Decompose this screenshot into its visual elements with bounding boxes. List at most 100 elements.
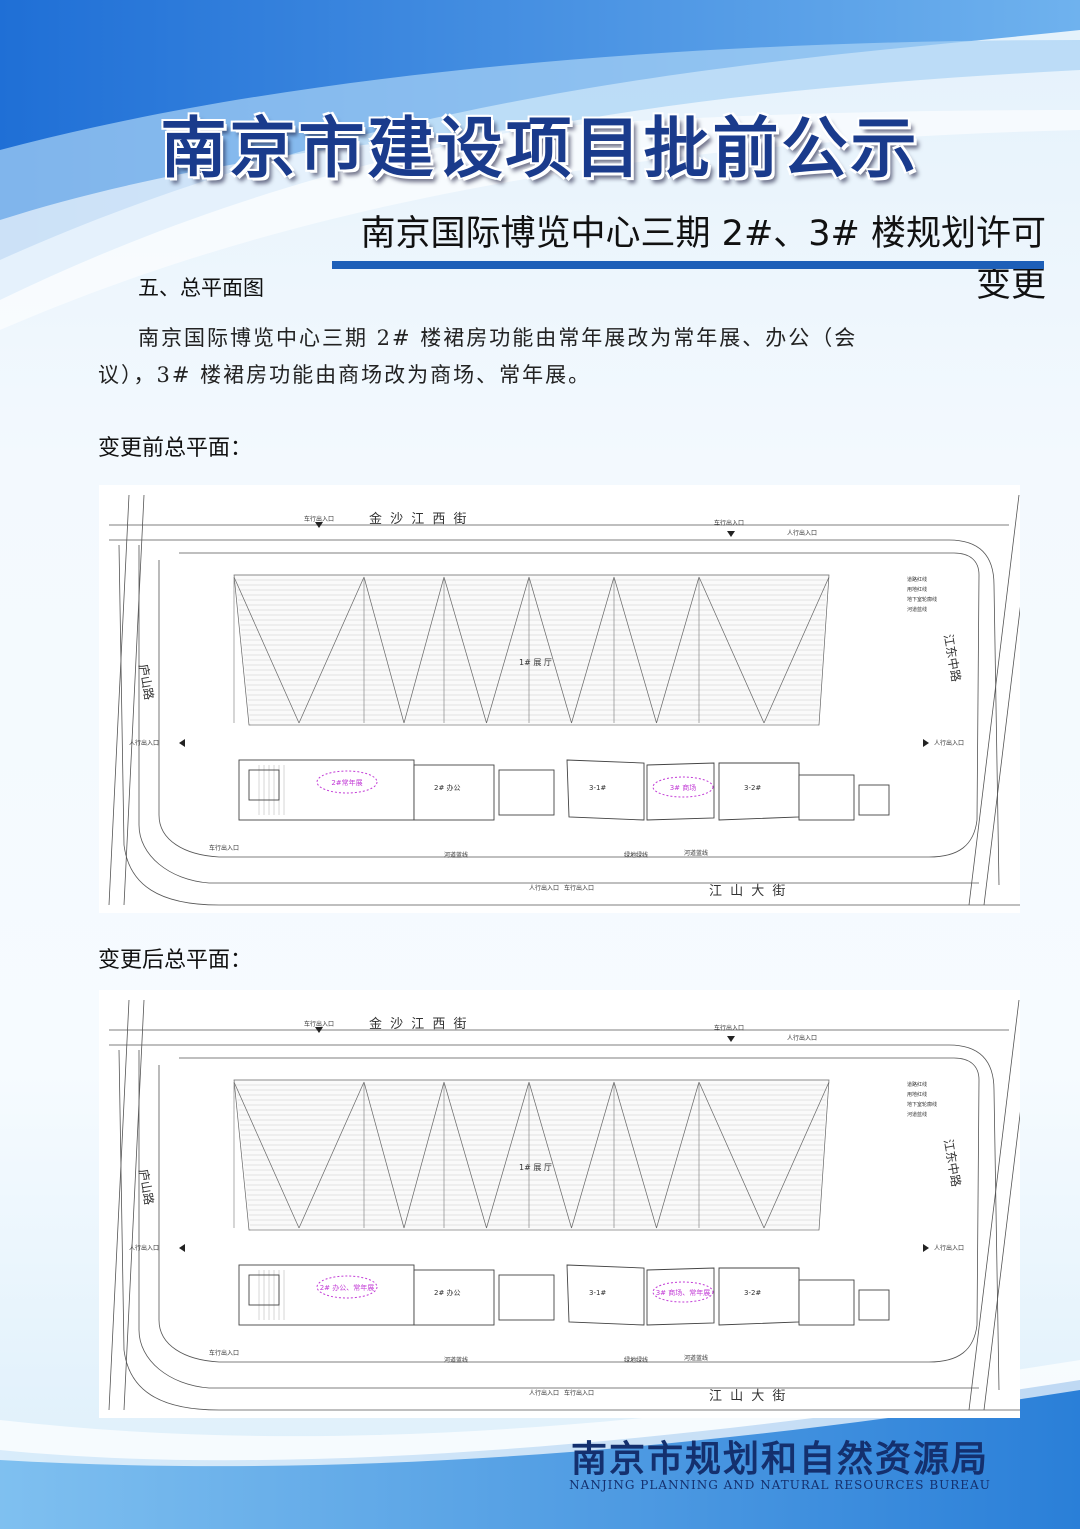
hall-truss — [443, 576, 487, 724]
hall-truss — [486, 576, 530, 724]
building-3-2-label: 3-2# — [744, 1289, 761, 1297]
entrance-arrows — [179, 1027, 929, 1252]
vehicle-entrance-south-label: 车行出入口 — [564, 884, 594, 892]
bureau-name-en: NANJING PLANNING AND NATURAL RESOURCES B… — [569, 1478, 991, 1492]
vehicle-entrance-northeast-label: 车行出入口 — [714, 1024, 744, 1032]
hall-truss — [298, 576, 365, 724]
hall-truss — [233, 1081, 300, 1229]
building-3-1 — [566, 1264, 645, 1326]
pedestrian-entrance-west-label: 人行出入口 — [129, 739, 159, 747]
building-2-podium — [238, 1264, 415, 1326]
hall-label: 1# 展 厅 — [519, 658, 552, 667]
building-3-1 — [566, 759, 645, 821]
hall-truss — [298, 1081, 365, 1229]
pedestrian-entrance-east-label: 人行出入口 — [934, 1244, 964, 1252]
pedestrian-entrance-south-label: 人行出入口 — [529, 1389, 559, 1397]
road-name-east: 江东中路 — [941, 1138, 964, 1188]
building-3-1-label: 3-1# — [589, 1289, 606, 1297]
road-edge-north — [109, 524, 1009, 886]
arrow-east — [923, 1244, 929, 1252]
hall-truss — [403, 1081, 445, 1229]
road-edge-south — [118, 544, 1020, 906]
road-edge-north — [109, 1029, 1009, 1391]
podium-buildings — [238, 1264, 890, 1326]
hall-truss — [613, 1081, 657, 1229]
legend-river-blue-line: 河道蓝线 — [907, 1111, 927, 1118]
hall-truss — [443, 1081, 487, 1229]
building-3-function-label: 3# 商场 — [670, 783, 697, 792]
hall-truss — [403, 576, 445, 724]
before-plan-label: 变更前总平面： — [98, 436, 253, 461]
site-boundary-west-south — [138, 545, 979, 884]
legend-basement-outline: 地下室轮廓线 — [907, 596, 937, 603]
vehicle-entrance-north-label: 车行出入口 — [304, 1020, 334, 1028]
arrow-west — [179, 1244, 185, 1252]
project-subtitle: 南京国际博览中心三期 2#、3# 楼规划许可变更 — [360, 214, 1046, 305]
road-name-east: 江东中路 — [941, 633, 964, 683]
east-road-lines — [968, 494, 1020, 906]
after-plan-label: 变更后总平面： — [98, 948, 253, 973]
road-name-north: 金 沙 江 西 街 — [369, 1016, 469, 1032]
hall-truss — [571, 1081, 615, 1229]
hall-truss — [698, 576, 765, 724]
building-3-mid — [646, 1267, 715, 1326]
site-plan-linework — [108, 999, 1020, 1411]
pedestrian-entrance-northeast-label: 人行出入口 — [787, 1034, 817, 1042]
section-heading: 五、总平面图 — [138, 276, 264, 300]
building-3-highlight-oval — [652, 1281, 714, 1303]
main-title: 南京市建设项目批前公示 — [160, 109, 920, 187]
atrium-outline — [248, 1274, 280, 1306]
road-name-west: 庐山路 — [136, 1168, 157, 1206]
hall-truss — [763, 1081, 830, 1229]
exhibition-hall — [233, 574, 830, 726]
river-line-label-1: 河道蓝线 — [444, 851, 468, 859]
arrow-northeast — [727, 531, 735, 537]
hall-truss — [363, 1081, 405, 1229]
hall-truss — [698, 1081, 765, 1229]
legend-basement-outline: 地下室轮廓线 — [907, 1101, 937, 1108]
legend-river-blue-line: 河道蓝线 — [907, 606, 927, 613]
description-paragraph: 南京国际博览中心三期 2# 楼裙房功能由常年展改为常年展、办公（会 议），3# … — [98, 320, 938, 394]
hall-truss — [763, 576, 830, 724]
vehicle-entrance-west-label: 车行出入口 — [209, 844, 239, 852]
arrow-west — [179, 739, 185, 747]
building-3-1-label: 3-1# — [589, 784, 606, 792]
hall-truss — [656, 576, 700, 724]
site-boundary-west-south — [138, 1050, 979, 1389]
hall-truss — [486, 1081, 530, 1229]
hall-label: 1# 展 厅 — [519, 1163, 552, 1172]
pedestrian-entrance-east-label: 人行出入口 — [934, 739, 964, 747]
arrow-north — [315, 1027, 323, 1033]
paragraph-line-2: 议），3# 楼裙房功能由商场改为商场、常年展。 — [98, 363, 592, 387]
building-3-function-label: 3# 商场、常年展 — [656, 1288, 711, 1297]
pedestrian-entrance-northeast-label: 人行出入口 — [787, 529, 817, 537]
road-name-west: 庐山路 — [136, 663, 157, 701]
building-2-tower — [413, 1269, 495, 1326]
west-road-lines — [108, 494, 145, 906]
building-2-highlight-oval — [316, 1275, 378, 1299]
hall-truss — [656, 1081, 700, 1229]
east-block — [798, 1279, 855, 1326]
hall-truss — [528, 576, 572, 724]
basement-outline — [158, 552, 980, 858]
vehicle-entrance-south-label: 车行出入口 — [564, 1389, 594, 1397]
building-2-podium — [238, 759, 415, 821]
road-edge-south — [118, 1049, 1020, 1411]
legend-site-red-line: 用地红线 — [907, 1091, 927, 1098]
vehicle-entrance-northeast-label: 车行出入口 — [714, 519, 744, 527]
road-name-north: 金 沙 江 西 街 — [369, 511, 469, 527]
entrance-arrows — [179, 522, 929, 747]
legend-road-red-line: 道路红线 — [907, 576, 927, 583]
podium-buildings — [238, 759, 890, 821]
vehicle-entrance-west-label: 车行出入口 — [209, 1349, 239, 1357]
pedestrian-entrance-west-label: 人行出入口 — [129, 1244, 159, 1252]
bureau-name-cn: 南京市规划和自然资源局 — [570, 1438, 989, 1480]
east-small-block — [858, 784, 890, 816]
legend-site-red-line: 用地红线 — [907, 586, 927, 593]
link-block — [498, 769, 555, 816]
arrow-northeast — [727, 1036, 735, 1042]
